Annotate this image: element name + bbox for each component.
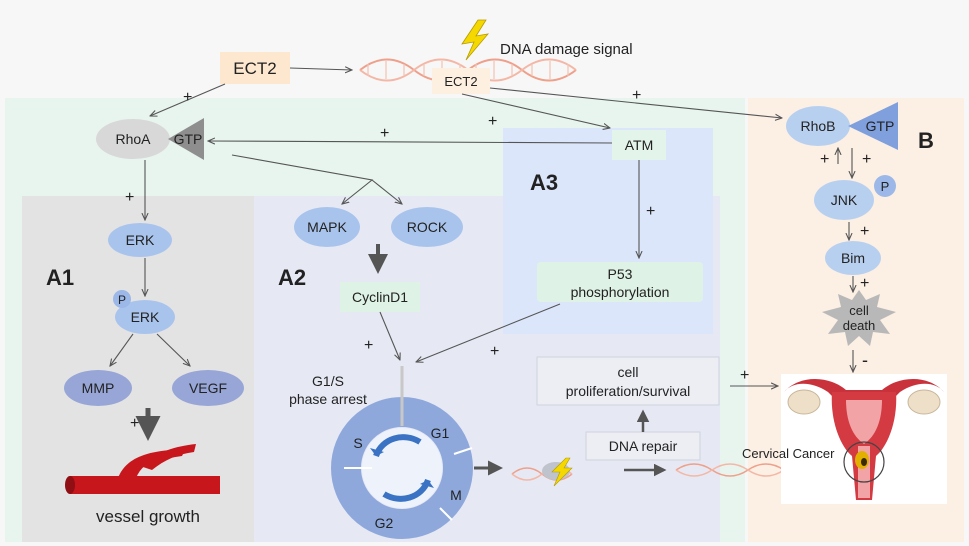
ect2-dna-box [432,68,490,94]
cycle-g1-label: G1 [431,425,450,441]
rhoa-gtp-triangle [168,118,204,160]
ect2-top-box [220,52,290,84]
rhoa-node [96,119,170,159]
sign-plus-proliferation: + [740,367,749,384]
dna-damage-label: DNA damage signal [500,41,633,58]
ect2-top-label: ECT2 [233,59,276,78]
dna-helix-bottom [511,463,785,481]
erk-phospho-label: P [118,293,126,307]
mmp-label: MMP [82,380,115,396]
vessel-icon [65,444,220,494]
mapk-node [294,207,360,247]
rhob-gtp-label: GTP [866,118,895,134]
cycle-m-label: M [450,487,462,503]
vegf-label: VEGF [189,380,227,396]
p53-label-2: phosphorylation [571,284,670,300]
erk-phospho-circle [113,290,131,308]
sign-plus-atm-rhoa: + [380,125,389,142]
rhob-label: RhoB [800,118,835,134]
erk-label-2: ERK [131,309,160,325]
panel-label-a2: A2 [278,265,306,290]
lightning-icon [461,19,490,61]
sign-plus-ect2-atm: + [488,113,497,130]
rock-label: ROCK [407,219,448,235]
p53-box [537,262,703,302]
dna-repair-box [585,431,701,461]
mapk-label: MAPK [307,219,347,235]
proliferation-label-2: proliferation/survival [566,383,691,399]
p53-label-1: P53 [608,266,633,282]
panel-a3 [503,128,713,334]
proliferation-box [536,356,720,406]
sign-plus-jnk-up: + [820,151,829,168]
jnk-phospho-label: P [881,179,890,194]
jnk-node [814,180,874,220]
sign-minus-death: - [862,350,868,370]
pathway-arrows [110,68,853,386]
panel-label-a3: A3 [530,170,558,195]
vegf-node [172,370,244,406]
cell-death-burst [822,290,896,346]
sign-plus-ect2-rhob: + [632,87,641,104]
rhoa-label: RhoA [115,131,151,147]
cyclind1-label: CyclinD1 [352,289,408,305]
rhoa-gtp-label: GTP [174,131,203,147]
cyclind1-box [340,282,420,312]
cell-death-label-1: cell [849,303,869,318]
thick-arrows [135,244,667,477]
jnk-label: JNK [831,192,858,208]
atm-box [612,130,666,160]
rhob-gtp-triangle [848,102,898,150]
sign-plus-p53-arrest: + [490,343,499,360]
panel-label-b: B [918,128,934,153]
g1s-arrest-label-2: phase arrest [289,391,367,407]
uterus-icon [781,374,947,504]
sign-plus-ect2-rhoa: + [183,89,192,106]
sign-plus-vessel: + [130,415,139,432]
proliferation-label-1: cell [617,364,638,380]
vessel-growth-label: vessel growth [96,507,200,526]
sign-plus-bim-death: + [860,275,869,292]
cycle-s-label: S [353,435,362,451]
erk-node-2 [115,300,175,334]
erk-label-1: ERK [126,232,155,248]
cell-death-label-2: death [843,318,876,333]
mmp-node [64,370,132,406]
bim-label: Bim [841,250,865,266]
sign-plus-jnk-bim: + [860,223,869,240]
ect2-dna-label: ECT2 [444,74,477,89]
sign-plus-atm-p53: + [646,203,655,220]
lightning-small-icon [551,457,573,487]
sign-plus-cyclind1: + [364,337,373,354]
bim-node [825,241,881,275]
dna-repair-label: DNA repair [609,438,678,454]
cervical-cancer-label: Cervical Cancer [742,446,835,461]
sign-plus-rhoa-erk: + [125,189,134,206]
cycle-g2-label: G2 [375,515,394,531]
erk-node-1 [108,223,172,257]
jnk-phospho-circle [874,175,896,197]
sign-plus-rhob-jnk: + [862,151,871,168]
rock-node [391,207,463,247]
g1s-arrest-label-1: G1/S [312,373,344,389]
panel-label-a1: A1 [46,265,74,290]
rhob-node [786,106,850,146]
atm-label: ATM [625,137,654,153]
